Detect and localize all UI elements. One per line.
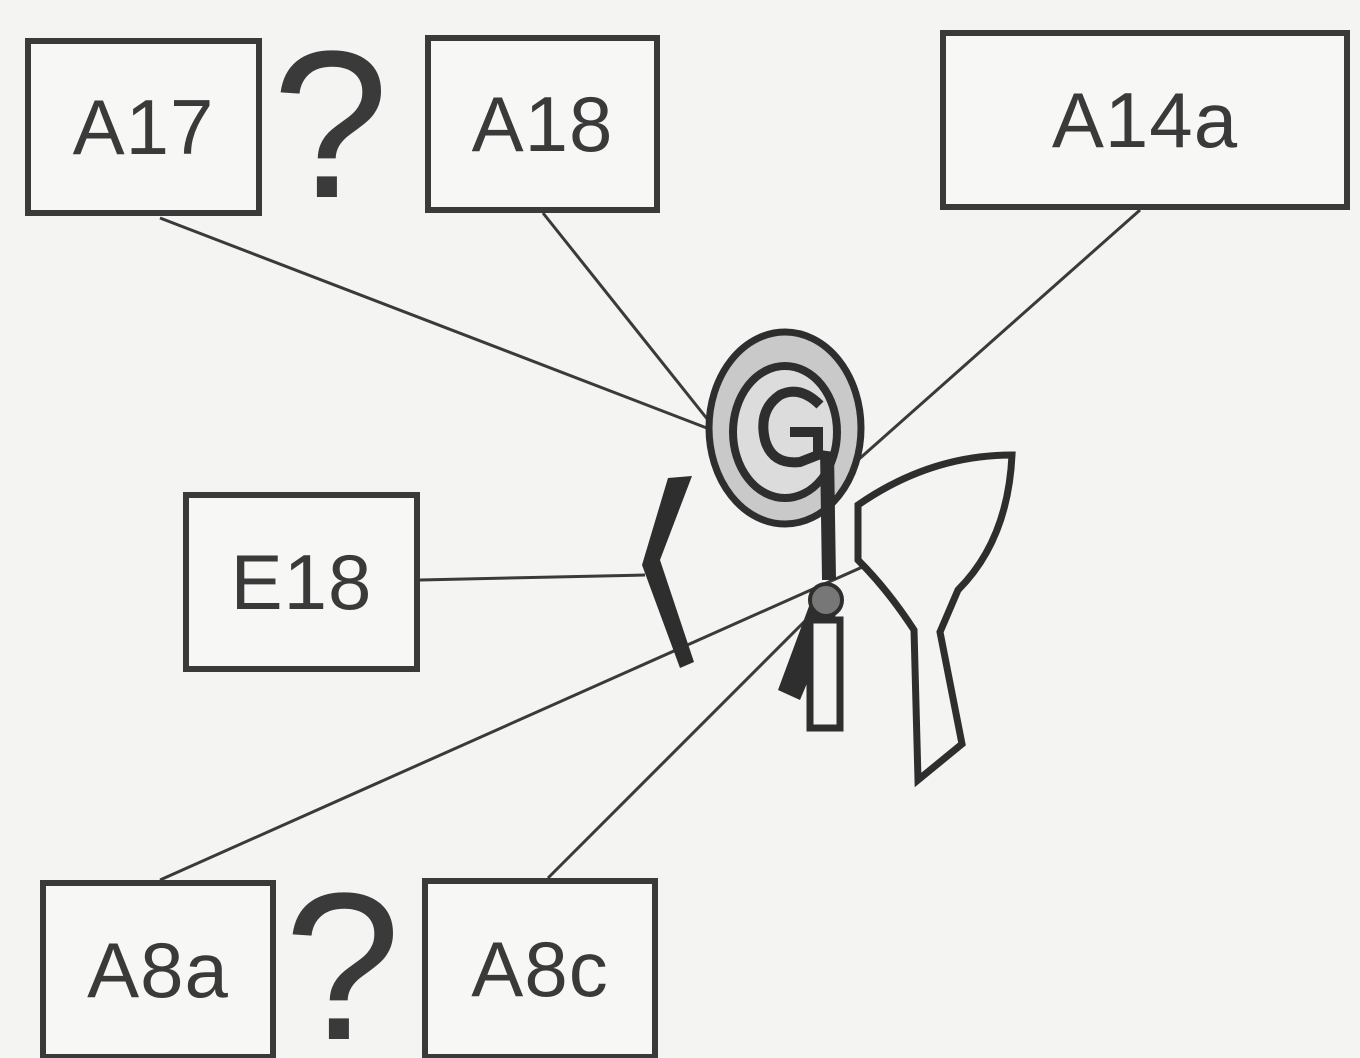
leader-line-a14a bbox=[857, 208, 1141, 462]
central-stalk bbox=[820, 450, 836, 580]
label-box-a8a: A8a bbox=[40, 880, 276, 1058]
label-box-a14a: A14a bbox=[940, 30, 1350, 210]
leader-line-e18 bbox=[419, 573, 646, 582]
label-a8c: A8c bbox=[471, 925, 609, 1013]
leader-line-a18 bbox=[541, 212, 714, 426]
label-box-e18: E18 bbox=[183, 492, 420, 672]
leader-line-a8c bbox=[546, 596, 830, 880]
label-box-a17: A17 bbox=[25, 38, 262, 216]
label-a18: A18 bbox=[471, 80, 614, 168]
label-e18: E18 bbox=[230, 538, 373, 626]
curved-bracket bbox=[642, 476, 694, 668]
label-a14a: A14a bbox=[1051, 76, 1239, 164]
leader-line-a17 bbox=[159, 216, 713, 432]
label-box-a18: A18 bbox=[425, 35, 660, 213]
central-figure bbox=[642, 328, 1016, 788]
label-a17: A17 bbox=[72, 83, 215, 171]
leaf-shape bbox=[854, 451, 1016, 788]
label-a8a: A8a bbox=[87, 926, 229, 1014]
question-mark-top: ? bbox=[272, 7, 389, 242]
shaded-knot bbox=[808, 582, 844, 618]
label-box-a8c: A8c bbox=[422, 878, 658, 1058]
outlined-rod bbox=[806, 616, 844, 732]
inner-g-mark bbox=[758, 386, 824, 468]
question-mark-bottom: ? bbox=[284, 849, 401, 1058]
leader-line-a8a bbox=[159, 546, 906, 882]
